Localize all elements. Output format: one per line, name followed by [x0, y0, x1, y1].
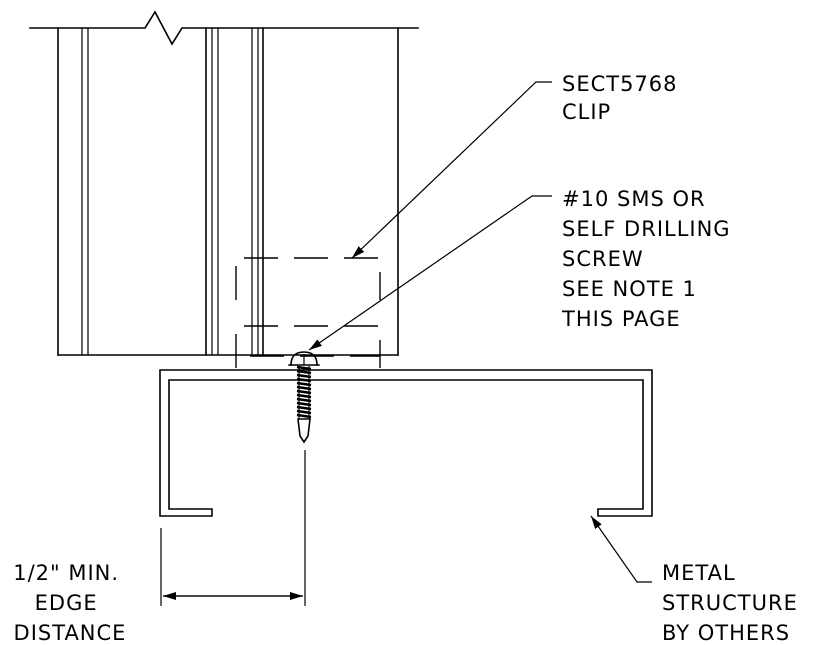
screw-label: #10 SMS OR SELF DRILLING SCREW SEE NOTE … [561, 187, 738, 331]
vertical-panel [57, 27, 399, 356]
structure-leader [590, 515, 652, 583]
screw-leader [308, 195, 552, 351]
metal-structure-channel [159, 369, 653, 517]
edge-distance-label: 1/2" MIN. EDGE DISTANCE [13, 561, 127, 645]
clip-label: SECT5768 CLIP [562, 72, 685, 124]
metal-structure-label: METAL STRUCTURE BY OTHERS [662, 561, 806, 645]
break-line [29, 10, 419, 46]
clip-leader [351, 81, 552, 259]
screw [288, 351, 320, 444]
edge-distance-dimension [160, 528, 303, 606]
